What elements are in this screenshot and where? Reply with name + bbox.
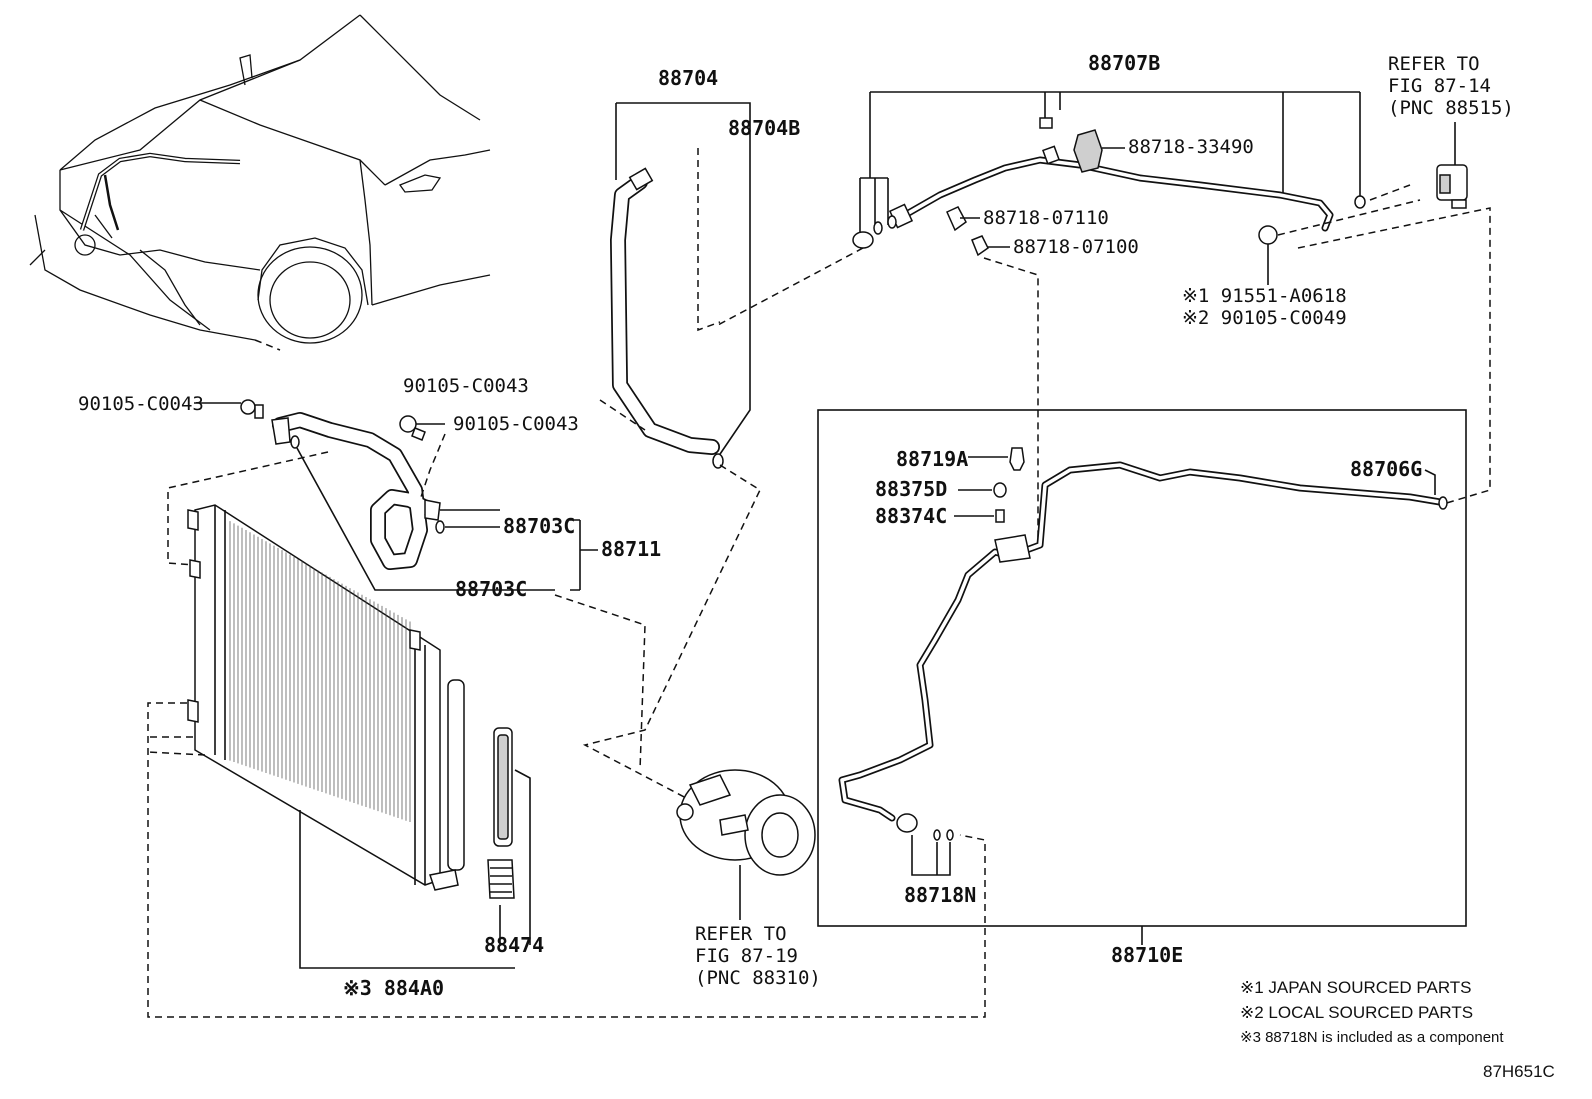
label-90105-c0049: ※2 90105-C0049 <box>1182 307 1347 329</box>
label-refer-fig-87-14-line2: FIG 87-14 <box>1388 75 1491 97</box>
label-88704b: 88704B <box>728 116 800 140</box>
label-91551-a0618: ※1 91551-A0618 <box>1182 285 1347 307</box>
label-88718-07100: 88718-07100 <box>1013 236 1139 258</box>
label-88375d: 88375D <box>875 477 947 501</box>
hose-88711 <box>167 399 646 771</box>
label-88374c: 88374C <box>875 504 947 528</box>
legend-notes: ※1 JAPAN SOURCED PARTS ※2 LOCAL SOURCED … <box>1240 978 1555 1081</box>
label-refer-fig-87-19-line3: (PNC 88310) <box>695 967 821 989</box>
condenser-884a0 <box>147 504 986 1018</box>
label-88718-33490: 88718-33490 <box>1128 136 1254 158</box>
label-refer-fig-87-19-line1: REFER TO <box>695 923 787 945</box>
condenser-fins <box>229 521 411 823</box>
label-88718-07110: 88718-07110 <box>983 207 1109 229</box>
part-labels: 88704 88704B 88707B REFER TO FIG 87-14 (… <box>78 51 1514 1000</box>
vehicle-illustration <box>29 14 491 351</box>
label-884a0: ※3 884A0 <box>343 976 444 1000</box>
compressor-part <box>676 769 816 920</box>
label-90105-c0043-right: 90105-C0043 <box>453 413 579 435</box>
label-88719a: 88719A <box>896 447 968 471</box>
label-88703c-upper: 88703C <box>503 514 575 538</box>
label-88474: 88474 <box>484 933 544 957</box>
pipe-88707b <box>715 91 1491 540</box>
label-90105-c0043-left: 90105-C0043 <box>78 393 204 415</box>
label-88710e: 88710E <box>1111 943 1183 967</box>
diagram-code: 87H651C <box>1483 1062 1555 1081</box>
label-refer-fig-87-14-line1: REFER TO <box>1388 53 1480 75</box>
hose-88704 <box>582 102 761 801</box>
label-88703c-lower: 88703C <box>455 577 527 601</box>
note-local-sourced: ※2 LOCAL SOURCED PARTS <box>1240 1003 1473 1022</box>
label-88718n: 88718N <box>904 883 976 907</box>
receiver-part <box>1436 122 1468 209</box>
note-japan-sourced: ※1 JAPAN SOURCED PARTS <box>1240 978 1472 997</box>
label-88706g: 88706G <box>1350 457 1422 481</box>
label-88707b: 88707B <box>1088 51 1160 75</box>
desiccant-88474 <box>487 727 531 945</box>
label-88711: 88711 <box>601 537 661 561</box>
pipe-88710e <box>817 409 1467 945</box>
label-90105-c0043-middle: 90105-C0043 <box>403 375 529 397</box>
label-88704: 88704 <box>658 66 718 90</box>
note-88718n-component: ※3 88718N is included as a component <box>1240 1029 1504 1046</box>
label-refer-fig-87-14-line3: (PNC 88515) <box>1388 97 1514 119</box>
label-refer-fig-87-19-line2: FIG 87-19 <box>695 945 798 967</box>
